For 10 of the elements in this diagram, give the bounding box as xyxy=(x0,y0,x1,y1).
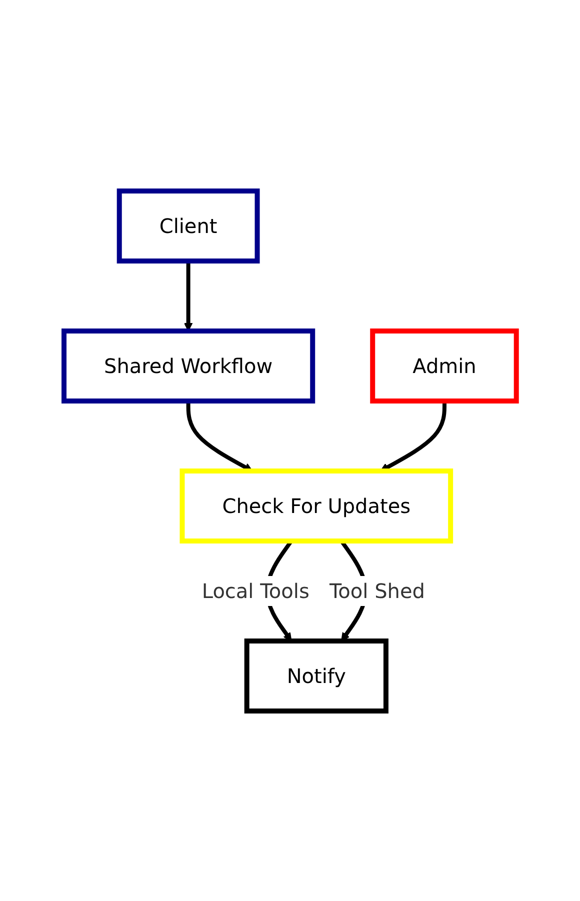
node-box: Client xyxy=(116,188,260,263)
node-box: Check For Updates xyxy=(180,468,453,543)
edge-label: Tool Shed xyxy=(329,578,425,602)
edge-label: Local Tools xyxy=(202,578,310,602)
node-box: Shared Workflow xyxy=(61,328,315,403)
arrow xyxy=(184,260,193,331)
arrow xyxy=(380,400,446,471)
node-box: Notify xyxy=(244,638,388,713)
node-box: Admin xyxy=(370,328,519,403)
arrow xyxy=(186,400,253,471)
